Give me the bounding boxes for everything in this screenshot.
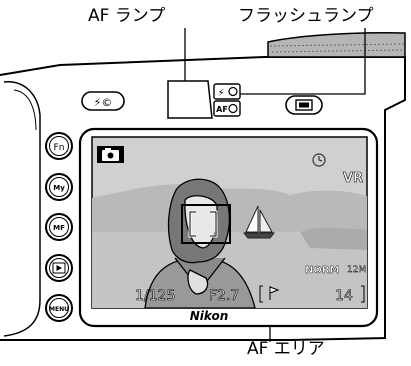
menu-button-label: MENU [49, 306, 69, 313]
af-lamp-label: AF [216, 105, 228, 114]
flash-mode-button[interactable]: ⚡© [81, 91, 125, 111]
my-menu-button[interactable]: My [45, 173, 73, 201]
mf-button-label: MF [53, 224, 65, 232]
remaining-shots: 14 [259, 285, 365, 304]
menu-button[interactable]: MENU [45, 294, 73, 322]
self-timer-icon [312, 153, 326, 167]
mf-button[interactable]: MF [45, 213, 73, 241]
af-area-callout: AF エリア [247, 339, 325, 359]
sailboat [242, 205, 276, 239]
flash-lamp-label: ⚡ [217, 88, 224, 99]
camera-icon [97, 146, 124, 163]
image-quality: NORM [305, 265, 340, 276]
aperture-value: F2.7 [209, 288, 239, 304]
fn-button-label: Fn [54, 143, 65, 153]
image-size: 12M [347, 265, 366, 275]
play-icon [56, 265, 62, 271]
remaining-shots-count: 14 [335, 288, 353, 304]
af-lamp-callout: AF ランプ [88, 6, 166, 26]
vr-indicator: VR [343, 171, 363, 186]
playback-button[interactable] [45, 254, 73, 282]
my-menu-button-label: My [53, 184, 65, 192]
flag-icon [269, 286, 280, 300]
side-buttons: Fn My MF MENU [45, 132, 73, 322]
camera-body [0, 56, 406, 341]
brand-logo: Nikon [190, 309, 229, 323]
display-button[interactable] [285, 95, 323, 115]
flash-lamp-callout: フラッシュランプ [238, 6, 374, 26]
lamp-panel: ⚡ AF [167, 80, 241, 119]
mode-dial[interactable] [267, 32, 406, 58]
fn-button[interactable]: Fn [45, 132, 73, 160]
lcd-screen: VR NORM 12M 1/125 F2.7 14 [91, 136, 368, 309]
af-area-brackets [188, 210, 218, 238]
af-area-frame [181, 204, 231, 244]
flash-mode-label: ⚡© [94, 96, 113, 109]
person [144, 178, 256, 309]
shutter-speed: 1/125 [135, 288, 175, 304]
